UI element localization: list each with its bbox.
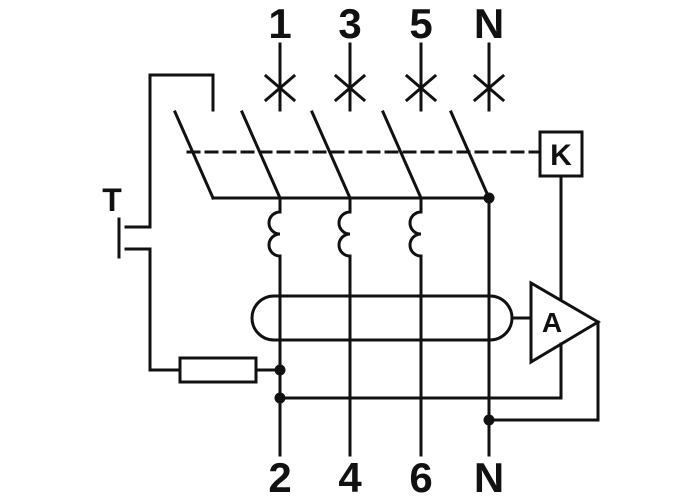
top-terminal-label-1: 1	[268, 0, 291, 47]
top-terminal-label-3: 3	[338, 0, 361, 47]
phase-conductor-1-2	[267, 196, 282, 457]
switch-blade-pole2	[310, 110, 352, 200]
clamp-x-icon	[404, 73, 438, 103]
top-terminal-label-5: 5	[409, 0, 432, 47]
amplifier-label: A	[542, 307, 562, 338]
bottom-terminal-label-4: 4	[338, 454, 362, 500]
top-terminal-leads	[278, 42, 491, 112]
switch-contacts	[173, 110, 491, 200]
phase-conductor-5-6	[408, 196, 423, 457]
junction-dot	[274, 392, 286, 404]
junction-dots	[274, 192, 495, 426]
amplifier-supply-wire	[278, 342, 563, 400]
top-terminal-label-n: N	[474, 0, 504, 47]
amplifier-triangle	[529, 280, 601, 365]
phase-conductor-3-4	[337, 196, 352, 457]
junction-dot	[274, 364, 286, 376]
bottom-terminal-label-n: N	[474, 454, 504, 500]
switch-blade-pole1	[240, 110, 282, 200]
junction-dot	[483, 192, 495, 204]
switch-blade-pole-n	[449, 110, 491, 200]
junction-dot	[483, 414, 495, 426]
amplifier-output-wire	[487, 320, 600, 422]
trip-relay-box	[538, 130, 584, 178]
clamp-x-icon	[263, 73, 297, 103]
test-wire-upper	[148, 73, 215, 229]
test-circuit-switch-blade	[173, 110, 215, 200]
clamp-x-icon	[472, 73, 506, 103]
trip-relay-label: K	[550, 139, 572, 172]
switch-blade-pole3	[381, 110, 423, 200]
bottom-terminal-label-6: 6	[409, 454, 432, 500]
test-button-label: T	[102, 182, 122, 218]
bottom-terminal-label-2: 2	[268, 454, 291, 500]
clamp-x-icon	[333, 73, 367, 103]
phase-conductors	[267, 196, 491, 457]
terminal-clamp-icons	[263, 73, 506, 103]
